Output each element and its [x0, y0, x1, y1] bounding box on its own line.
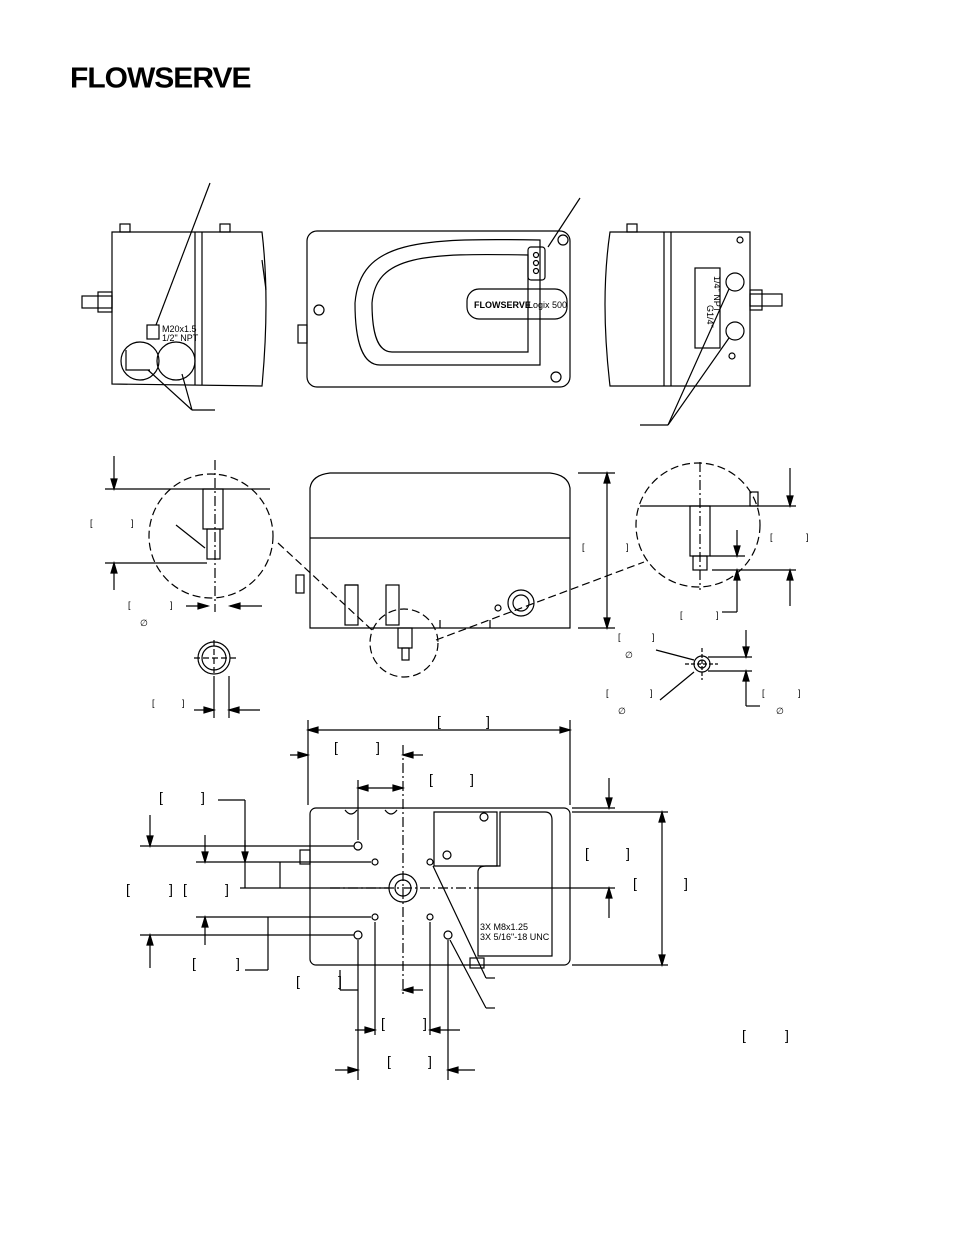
dim-bracket: ] [338, 973, 342, 989]
dim-bracket: ] [170, 600, 173, 610]
dim-bracket: [ [126, 881, 130, 897]
diameter-symbol: ∅ [140, 618, 148, 628]
dim-bracket: [ [128, 600, 131, 610]
dim-bracket: ] [652, 632, 655, 642]
dim-bracket: ] [225, 881, 229, 897]
dim-bracket: [ [381, 1015, 385, 1031]
dim-bracket: [ [192, 955, 196, 971]
left-side-view [81, 182, 267, 411]
dim-bracket: [ [296, 973, 300, 989]
flowserve-logo: FLOWSERVE [70, 62, 251, 95]
dim-bracket: [ [770, 532, 773, 542]
shaft-detail-right [635, 462, 796, 707]
left-port-label-1: M20x1.5 [162, 324, 197, 334]
dim-bracket: ] [684, 875, 688, 891]
diameter-symbol: ∅ [776, 706, 784, 716]
dim-bracket: [ [742, 1027, 746, 1043]
dim-bracket: ] [428, 1053, 432, 1069]
bottom-view [140, 720, 668, 1080]
dim-bracket: [ [606, 688, 609, 698]
dim-bracket: [ [429, 771, 433, 787]
dim-bracket: ] [376, 739, 380, 755]
diameter-symbol: ∅ [625, 650, 633, 660]
dim-bracket: ] [169, 881, 173, 897]
dim-bracket: ] [131, 518, 134, 528]
dim-bracket: [ [585, 845, 589, 861]
dim-bracket: ] [785, 1027, 789, 1043]
diameter-symbol: ∅ [618, 706, 626, 716]
dim-bracket: ] [201, 789, 205, 805]
dim-bracket: [ [159, 789, 163, 805]
dim-bracket: [ [387, 1053, 391, 1069]
side-elevation-view [277, 470, 645, 678]
front-badge-brand: FLOWSERVE [474, 300, 531, 310]
bottom-thread-label-2: 3X 5/16"-18 UNC [480, 932, 550, 942]
dim-bracket: ] [626, 845, 630, 861]
dim-bracket: [ [618, 632, 621, 642]
dim-bracket: [ [633, 875, 637, 891]
dim-bracket: ] [236, 955, 240, 971]
dim-bracket: ] [650, 688, 653, 698]
dim-bracket-height-left: [ [582, 542, 585, 552]
dim-bracket: ] [798, 688, 801, 698]
dim-bracket: [ [334, 739, 338, 755]
front-badge-model: Logix 500 [528, 300, 567, 310]
right-port-label-2: 1/4" NPT [712, 276, 722, 313]
dim-bracket: [ [152, 698, 155, 708]
dim-bracket: [ [680, 610, 683, 620]
left-port-label-2: 1/2" NPT [162, 333, 199, 343]
dim-bracket: ] [470, 771, 474, 787]
bottom-thread-label-1: 3X M8x1.25 [480, 922, 528, 932]
right-side-view [604, 223, 783, 426]
right-port-label-1: G1/4" [705, 305, 715, 328]
dim-bracket: [ [183, 881, 187, 897]
dim-bracket: ] [423, 1015, 427, 1031]
dim-bracket: [ [762, 688, 765, 698]
shaft-detail-left [105, 456, 274, 718]
front-view [297, 197, 581, 388]
dim-bracket: [ [90, 518, 93, 528]
dim-bracket: ] [806, 532, 809, 542]
dim-bracket: ] [486, 713, 490, 729]
dim-bracket: [ [437, 713, 441, 729]
dim-bracket-height-right: ] [626, 542, 629, 552]
dim-bracket: ] [716, 610, 719, 620]
dim-bracket: ] [182, 698, 185, 708]
